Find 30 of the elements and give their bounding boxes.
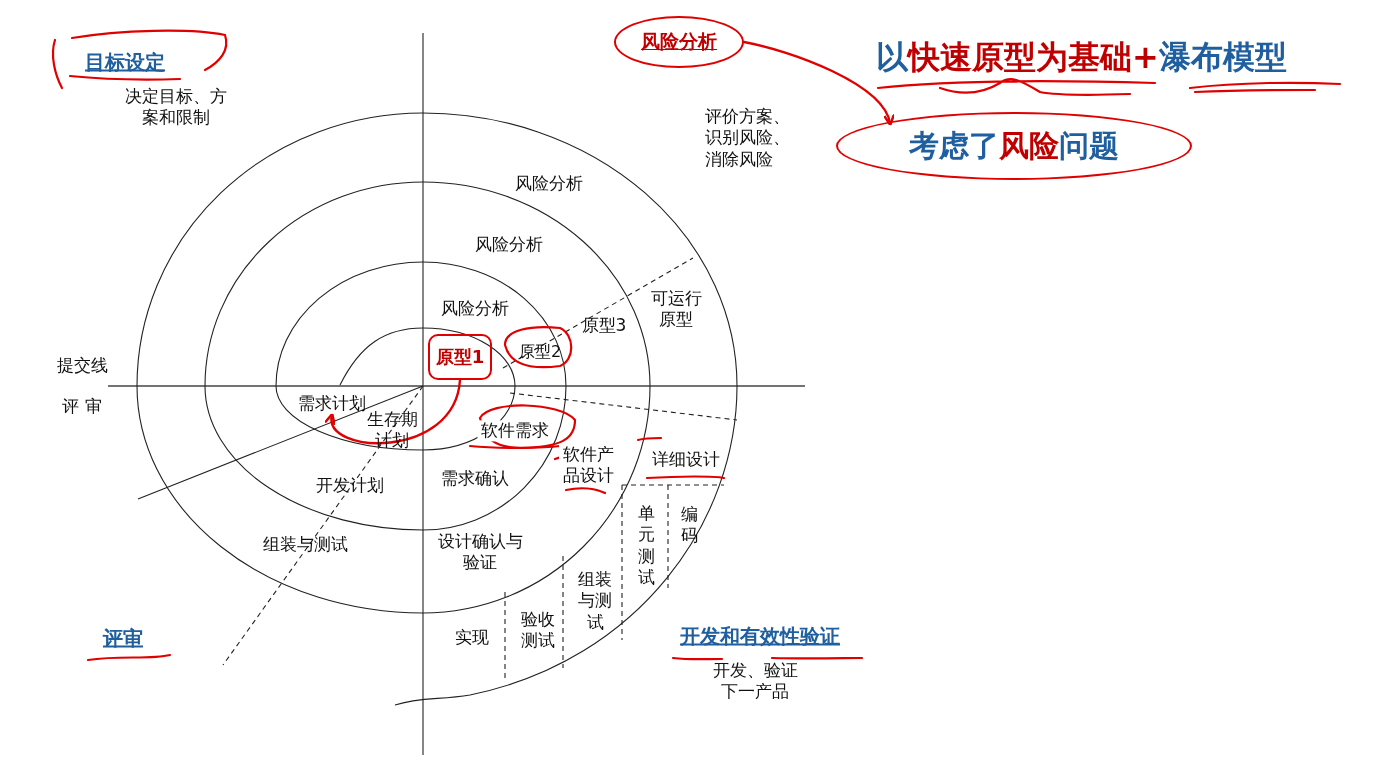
spiral-label: 实现 — [454, 627, 490, 649]
circled-label: 原型1 — [428, 334, 492, 380]
spiral-label: 开发、验证下一产品 — [711, 659, 799, 703]
spiral-label: 组装与测试 — [261, 534, 349, 556]
spiral-label: 评 审 — [61, 396, 103, 418]
spiral-label: 决定目标、方案和限制 — [124, 85, 228, 129]
note-text: 评价方案、识别风险、消除风险 — [705, 106, 791, 170]
spiral-label: 风险分析 — [474, 234, 544, 256]
spiral-label: 编码 — [679, 503, 699, 547]
spiral-label: 单元测试 — [636, 502, 656, 588]
spiral-label: 风险分析 — [440, 298, 510, 320]
quadrant-heading: 目标设定 — [84, 49, 166, 75]
spiral-label: 详细设计 — [651, 449, 721, 471]
spiral-label: 提交线 — [55, 355, 109, 377]
arrow — [742, 40, 894, 127]
spiral-label: 验收测试 — [520, 608, 556, 652]
arrow — [326, 378, 462, 445]
spiral-label: 原型2 — [517, 342, 563, 362]
circled-label: 考虑了风险问题 — [836, 112, 1192, 180]
spiral-label: 风险分析 — [514, 173, 584, 195]
spiral-label: 可运行原型 — [649, 287, 703, 331]
spiral-label: 设计确认与验证 — [436, 530, 524, 574]
spiral-label: 开发计划 — [315, 475, 385, 497]
quadrant-heading: 开发和有效性验证 — [679, 623, 841, 649]
spiral-label: 需求确认 — [440, 468, 510, 490]
title: 以快速原型为基础+瀑布模型 — [876, 37, 1287, 78]
spiral-label: 组装与测试 — [577, 569, 613, 633]
circled-label: 风险分析 — [614, 16, 744, 68]
quadrant-heading: 评审 — [101, 625, 144, 651]
spiral-label: 原型3 — [580, 315, 628, 337]
